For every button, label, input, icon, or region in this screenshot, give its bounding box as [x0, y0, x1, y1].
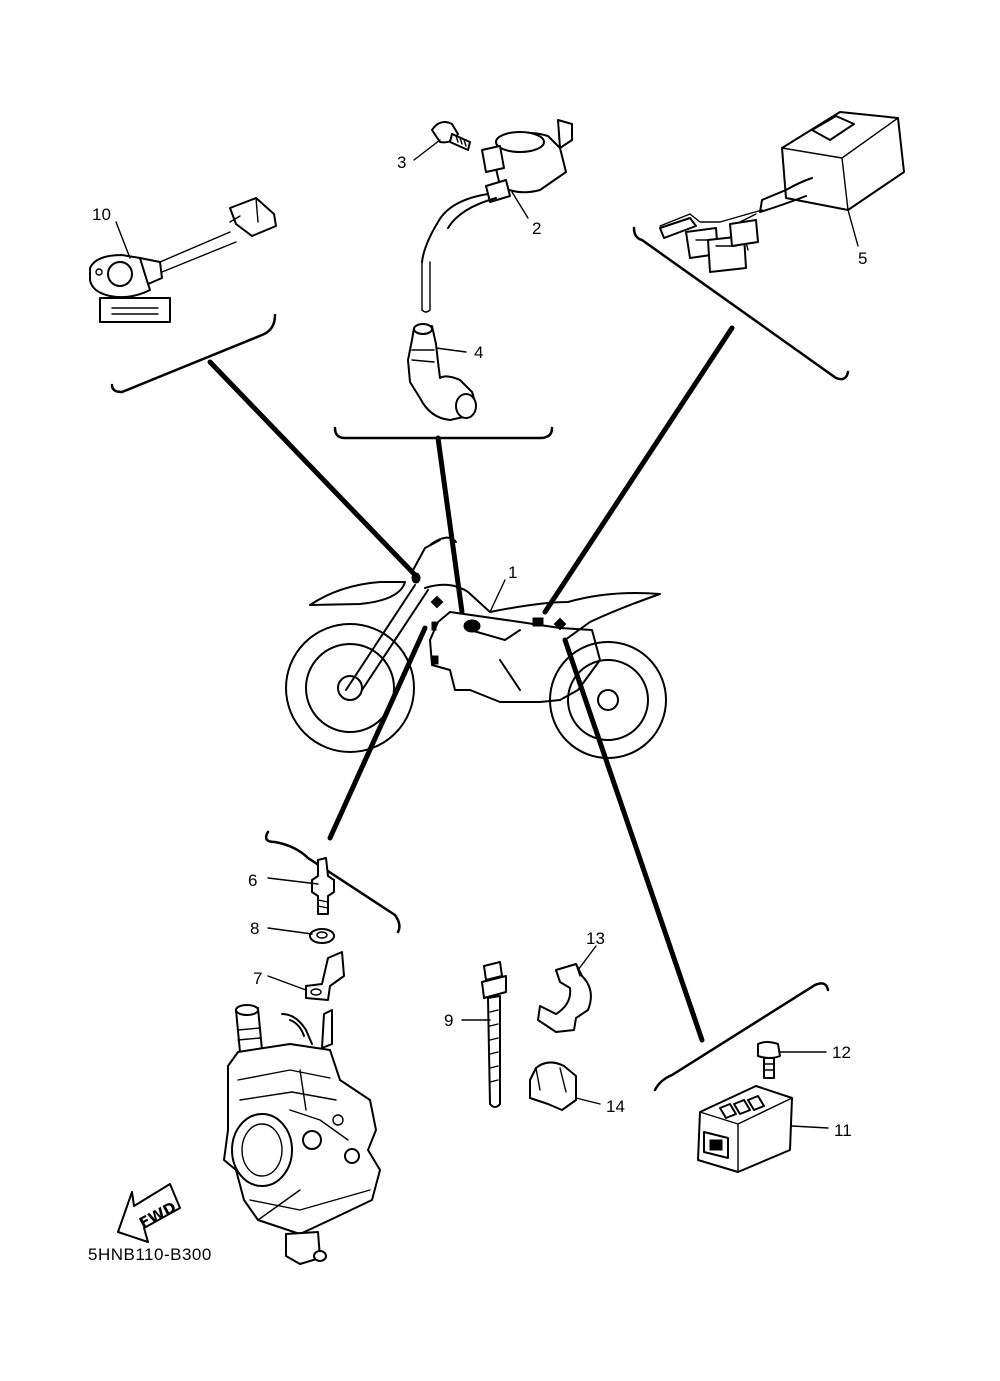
callout-3: 3	[397, 153, 406, 172]
bracket-part-2-4	[333, 426, 554, 440]
bracket-part-11-12	[653, 982, 830, 1092]
part-7-bracket	[305, 951, 345, 1001]
callout-11: 11	[834, 1121, 852, 1140]
bracket-part-10	[110, 313, 277, 394]
part-4-plug-cap	[407, 323, 477, 421]
carburetor	[223, 1004, 381, 1265]
part-11-relay	[697, 1085, 793, 1173]
callout-4: 4	[474, 343, 483, 362]
bracket-part-6-8-7	[264, 830, 401, 934]
leader-part-5	[542, 325, 735, 615]
part-5-cdi-unit	[659, 111, 905, 273]
fwd-arrow-icon: FWD	[117, 1183, 181, 1243]
part-14-holder	[529, 1061, 577, 1111]
callout-13: 13	[586, 929, 605, 948]
leader-part-2-4	[435, 435, 465, 615]
part-9-cable-tie	[481, 961, 507, 1108]
callout-6: 6	[248, 871, 257, 890]
callout-1: 1	[508, 563, 517, 582]
motorcycle-silhouette	[285, 536, 667, 759]
part-8-gasket	[309, 928, 335, 944]
bracket-part-5	[632, 226, 850, 381]
callout-14: 14	[606, 1097, 625, 1116]
part-10-sensor	[89, 197, 277, 323]
callout-12: 12	[832, 1043, 851, 1062]
part-6-spark-plug	[311, 857, 335, 915]
part-2-ignition-coil	[421, 119, 573, 313]
callout-numbers: 1 2 3 4 5 6 7 8 9 10 11 12 13 14	[92, 153, 867, 1140]
callout-9: 9	[444, 1011, 453, 1030]
callout-2: 2	[532, 219, 541, 238]
part-12-bolt	[757, 1041, 781, 1079]
part-13-clamp	[537, 963, 592, 1033]
callout-10: 10	[92, 205, 111, 224]
callout-8: 8	[250, 919, 259, 938]
leader-part-10	[207, 359, 421, 581]
callout-5: 5	[858, 249, 867, 268]
part-3-screw	[431, 121, 471, 151]
leader-part-11-12	[562, 637, 705, 1043]
callout-7: 7	[253, 969, 262, 988]
callout-leaders	[115, 139, 859, 1129]
diagram-code: 5HNB110-B300	[88, 1245, 212, 1264]
leader-part-6-8-7	[327, 625, 428, 841]
